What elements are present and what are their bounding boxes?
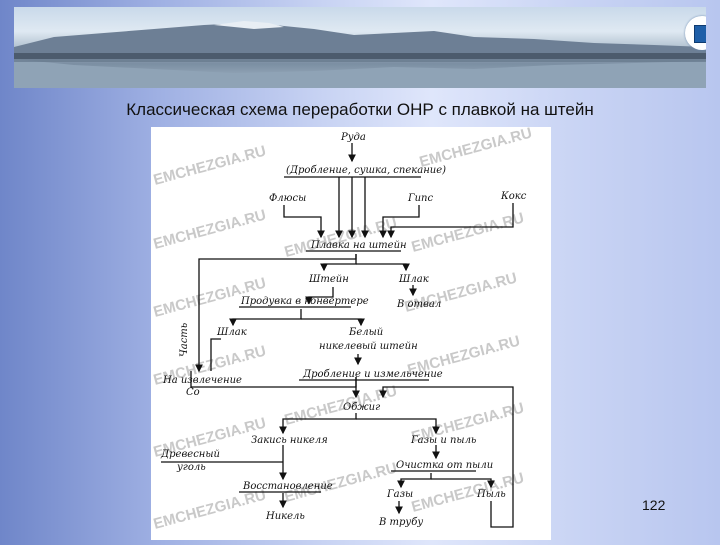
scanned-flowchart: EMCHEZGIA.RU EMCHEZGIA.RU EMCHEZGIA.RU E…	[151, 124, 551, 540]
page-number: 122	[642, 497, 666, 513]
node-gases: Газы	[386, 489, 413, 500]
node-to-stack: В трубу	[378, 517, 423, 528]
watermark-text: EMCHEZGIA.RU	[410, 469, 526, 515]
node-dust: Пыль	[476, 489, 506, 500]
node-gases-dust: Газы и пыль	[410, 435, 476, 446]
node-coke: Кокс	[500, 191, 527, 202]
node-dust-cleaning: Очистка от пыли	[396, 460, 493, 471]
node-nickel-oxide: Закись никеля	[251, 435, 328, 446]
node-crushing: (Дробление, сушка, спекание)	[286, 165, 446, 176]
watermark-text: EMCHEZGIA.RU	[152, 486, 268, 532]
node-to-dump: В отвал	[396, 299, 441, 310]
node-charcoal-line2: уголь	[176, 462, 206, 473]
step-underlines	[239, 250, 476, 493]
node-converter-blowing: Продувка в конвертере	[240, 296, 369, 307]
node-charcoal-line1: Древесный	[160, 449, 220, 460]
watermark-text: EMCHEZGIA.RU	[152, 206, 268, 252]
node-fluxes: Флюсы	[269, 193, 306, 204]
node-slag: Шлак	[398, 274, 429, 285]
mountain-lake-photo	[14, 21, 706, 88]
watermark-group: EMCHEZGIA.RU EMCHEZGIA.RU EMCHEZGIA.RU E…	[152, 124, 534, 532]
node-converter-slag: Шлак	[216, 327, 247, 338]
node-nickel: Никель	[265, 511, 305, 522]
slide-title: Классическая схема переработки ОНР с пла…	[126, 100, 594, 119]
watermark-text: EMCHEZGIA.RU	[410, 209, 526, 255]
company-logo: ®	[685, 16, 706, 50]
node-part: Часть	[179, 323, 190, 357]
flowchart-nodes: Руда (Дробление, сушка, спекание) Флюсы …	[160, 132, 527, 528]
logo-square-icon	[694, 25, 706, 43]
node-gypsum: Гипс	[407, 193, 434, 204]
node-roasting: Обжиг	[343, 402, 380, 413]
node-matte-smelting: Плавка на штейн	[310, 240, 407, 251]
node-crushing-grinding: Дробление и измельчение	[302, 369, 443, 380]
node-reduction: Восстановление	[242, 481, 333, 492]
flow-lines	[161, 143, 514, 528]
watermark-text: EMCHEZGIA.RU	[283, 214, 399, 260]
node-ore: Руда	[340, 132, 366, 143]
node-cobalt-extraction-line2: Co	[186, 387, 200, 398]
node-cobalt-extraction-line1: На извлечение	[162, 375, 242, 386]
flowchart-svg: EMCHEZGIA.RU EMCHEZGIA.RU EMCHEZGIA.RU E…	[152, 124, 534, 532]
landscape-banner-image: ®	[14, 7, 706, 88]
watermark-text: EMCHEZGIA.RU	[283, 382, 399, 428]
watermark-text: EMCHEZGIA.RU	[152, 142, 268, 188]
node-white-matte-line1: Белый	[348, 327, 383, 338]
node-white-matte-line2: никелевый штейн	[319, 341, 418, 352]
node-matte: Штейн	[308, 274, 349, 285]
